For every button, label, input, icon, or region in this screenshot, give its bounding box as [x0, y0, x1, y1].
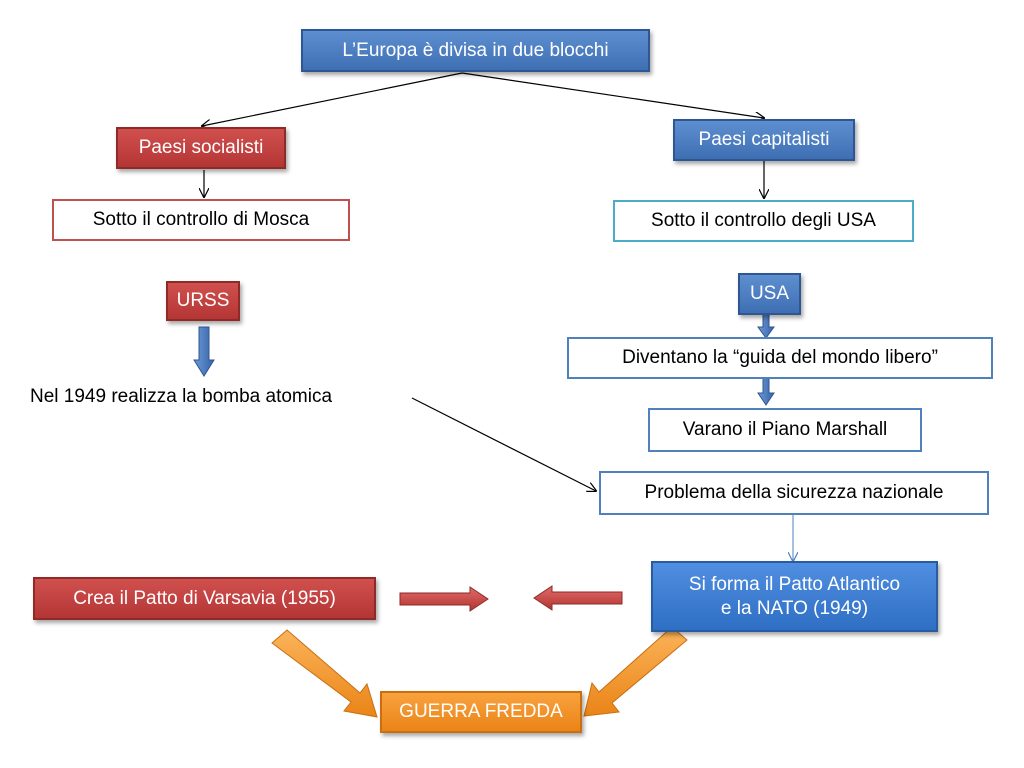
arrow-title-to-socialisti: [202, 72, 463, 126]
urss-label: URSS: [176, 290, 230, 312]
sicurezza-nazionale-label: Problema della sicurezza nazionale: [644, 482, 944, 504]
patto-atlantico-line1: Si forma il Patto Atlantico: [688, 573, 901, 595]
guida-mondo-label: Diventano la “guida del mondo libero”: [622, 347, 938, 369]
guida-mondo-box: Diventano la “guida del mondo libero”: [567, 337, 993, 379]
bomba-atomica-text: Nel 1949 realizza la bomba atomica: [30, 386, 333, 407]
guerra-fredda-box: GUERRA FREDDA: [380, 691, 582, 733]
patto-atlantico-line2: e la NATO (1949): [720, 597, 869, 619]
paesi-capitalisti-label: Paesi capitalisti: [698, 129, 830, 151]
arrow-urss-down: [193, 326, 215, 377]
paesi-capitalisti-box: Paesi capitalisti: [673, 119, 855, 161]
piano-marshall-label: Varano il Piano Marshall: [682, 419, 888, 441]
arrow-nato-to-guerra: [583, 626, 688, 717]
patto-varsavia-box: Crea il Patto di Varsavia (1955): [33, 577, 376, 620]
arrow-title-to-capitalisti: [461, 72, 764, 118]
control-usa-box: Sotto il controllo degli USA: [613, 200, 914, 242]
control-usa-label: Sotto il controllo degli USA: [651, 210, 876, 232]
arrow-right-red: [399, 586, 489, 612]
patto-varsavia-label: Crea il Patto di Varsavia (1955): [73, 587, 336, 609]
guerra-fredda-label: GUERRA FREDDA: [399, 701, 563, 723]
arrow-guide-to-marshall: [757, 377, 775, 406]
arrow-left-red: [533, 585, 623, 611]
sicurezza-nazionale-box: Problema della sicurezza nazionale: [599, 471, 989, 515]
control-mosca-label: Sotto il controllo di Mosca: [92, 209, 310, 231]
usa-box: USA: [738, 273, 801, 315]
control-mosca-box: Sotto il controllo di Mosca: [52, 199, 350, 241]
title-box: L’Europa è divisa in due blocchi: [301, 29, 650, 72]
usa-label: USA: [749, 283, 790, 305]
urss-box: URSS: [166, 281, 240, 321]
title-text: L’Europa è divisa in due blocchi: [342, 39, 609, 61]
paesi-socialisti-box: Paesi socialisti: [116, 127, 286, 169]
piano-marshall-box: Varano il Piano Marshall: [648, 408, 922, 452]
arrow-usa-to-guide: [757, 313, 775, 339]
arrow-bomb-to-security: [411, 397, 596, 491]
paesi-socialisti-label: Paesi socialisti: [138, 137, 264, 159]
patto-atlantico-box: Si forma il Patto Atlantico e la NATO (1…: [651, 561, 938, 632]
arrow-varsavia-to-guerra: [271, 629, 378, 718]
